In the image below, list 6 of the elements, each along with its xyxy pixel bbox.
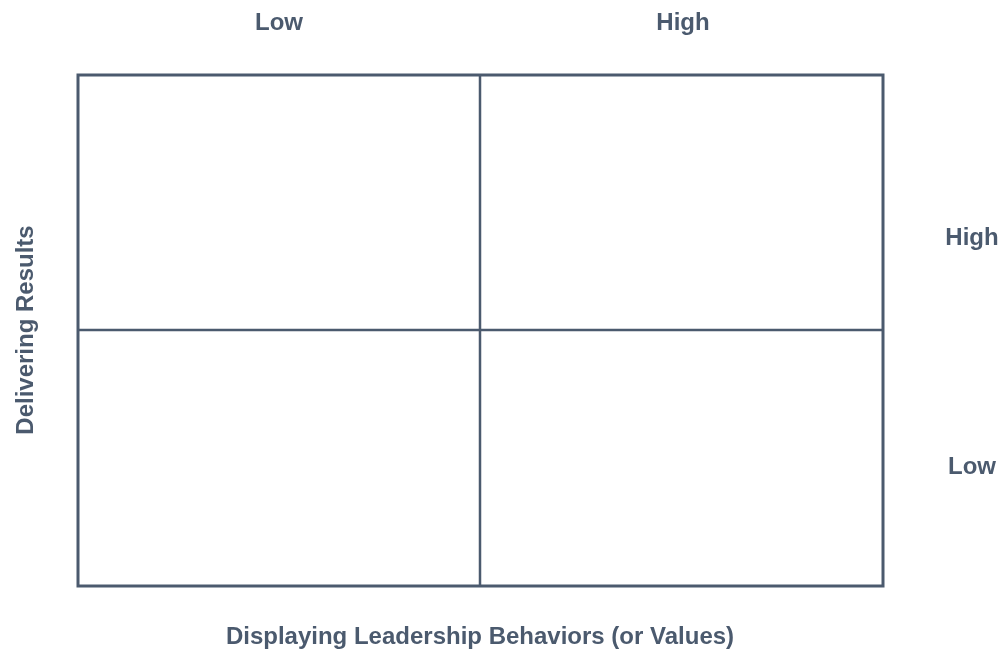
axis-level-label: Low bbox=[948, 452, 996, 480]
axis-level-label: High bbox=[656, 8, 710, 36]
axis-title: Delivering Results bbox=[11, 225, 39, 435]
axis-level-label: High bbox=[945, 223, 999, 251]
axis-title: Displaying Leadership Behaviors (or Values) bbox=[225, 622, 735, 650]
axis-level-label: Low bbox=[255, 8, 303, 36]
